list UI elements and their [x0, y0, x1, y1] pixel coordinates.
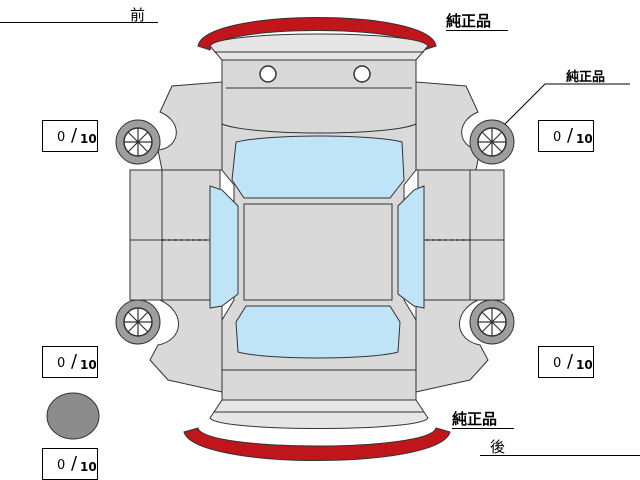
front-left-wheel[interactable] [115, 119, 161, 165]
left-front-door[interactable] [129, 169, 221, 241]
right-rear-door[interactable] [417, 239, 505, 301]
tread-value: 0 [553, 356, 562, 371]
tread-rear-left[interactable]: 0 / 10 [42, 346, 98, 378]
front-right-wheel[interactable] [469, 119, 515, 165]
left-rear-door[interactable] [129, 239, 221, 301]
rear-underline [480, 455, 640, 456]
left-rear-quarter[interactable] [149, 299, 223, 393]
rear-label: 後 [490, 438, 506, 456]
right-front-fender[interactable] [415, 81, 481, 171]
right-front-door[interactable] [417, 169, 505, 241]
windshield[interactable] [231, 135, 405, 199]
rear-bumper[interactable] [183, 427, 451, 461]
front-panel[interactable] [209, 33, 429, 61]
left-side-window[interactable] [209, 185, 239, 309]
tread-max: 10 [576, 358, 593, 372]
tread-max: 10 [80, 132, 97, 146]
right-headlight[interactable] [353, 65, 371, 83]
rear-right-wheel[interactable] [469, 299, 515, 345]
leader-line [504, 83, 630, 125]
tread-value: 0 [57, 458, 66, 473]
rear-window[interactable] [235, 305, 401, 359]
tread-slash: / [567, 125, 574, 146]
rear-panel[interactable] [209, 399, 429, 429]
tread-value: 0 [57, 356, 66, 371]
front-bumper[interactable] [197, 17, 437, 51]
tread-rear-right[interactable]: 0 / 10 [538, 346, 594, 378]
tread-spare[interactable]: 0 / 10 [42, 448, 98, 480]
genuine-label-side: 純正品 [566, 70, 606, 85]
tread-max: 10 [576, 132, 593, 146]
genuine-label-front: 純正品 [446, 12, 492, 30]
right-rear-quarter[interactable] [415, 299, 489, 393]
rear-left-wheel[interactable] [115, 299, 161, 345]
right-side-window[interactable] [397, 185, 425, 309]
genuine-label-rear: 純正品 [452, 410, 498, 428]
tread-slash: / [567, 351, 574, 372]
tread-value: 0 [553, 130, 562, 145]
left-headlight[interactable] [259, 65, 277, 83]
left-front-fender[interactable] [157, 81, 223, 171]
front-label: 前 [130, 6, 146, 24]
tread-max: 10 [80, 460, 97, 474]
tread-max: 10 [80, 358, 97, 372]
front-underline [0, 22, 158, 23]
genuine-bottom-underline [452, 428, 514, 429]
spare-tire[interactable] [46, 392, 100, 440]
roof[interactable] [243, 203, 393, 301]
tread-slash: / [71, 453, 78, 474]
tread-front-left[interactable]: 0 / 10 [42, 120, 98, 152]
tread-slash: / [71, 125, 78, 146]
tread-value: 0 [57, 130, 66, 145]
tread-front-right[interactable]: 0 / 10 [538, 120, 594, 152]
tread-slash: / [71, 351, 78, 372]
genuine-top-underline [446, 30, 508, 31]
